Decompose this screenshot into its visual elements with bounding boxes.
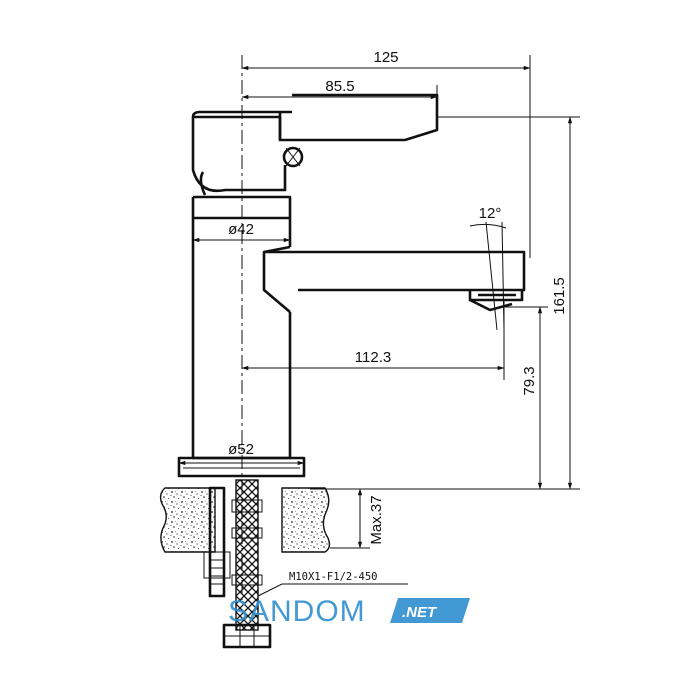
dimension-lines bbox=[178, 55, 580, 597]
dim-body-diameter: ø42 bbox=[228, 221, 254, 238]
watermark: SANDOM .NET bbox=[228, 595, 470, 628]
dim-spout-reach: 112.3 bbox=[355, 349, 391, 366]
watermark-badge-text: .NET bbox=[402, 604, 438, 621]
hose-spec-note: M10X1-F1/2-450 bbox=[289, 571, 378, 583]
spout bbox=[262, 245, 526, 313]
dim-max-thickness: Max.37 bbox=[368, 495, 385, 544]
dim-overall-width: 125 bbox=[373, 49, 398, 66]
countertop bbox=[159, 487, 331, 553]
dim-base-diameter: ø52 bbox=[228, 441, 254, 458]
watermark-badge bbox=[390, 598, 470, 623]
dim-spout-height: 79.3 bbox=[521, 366, 538, 395]
handle-lever bbox=[191, 93, 439, 196]
dim-spray-angle: 12° bbox=[479, 205, 502, 222]
watermark-main-text: SANDOM bbox=[228, 595, 366, 628]
dim-handle-reach: 85.5 bbox=[325, 78, 354, 95]
dim-total-height: 161.5 bbox=[551, 277, 568, 315]
